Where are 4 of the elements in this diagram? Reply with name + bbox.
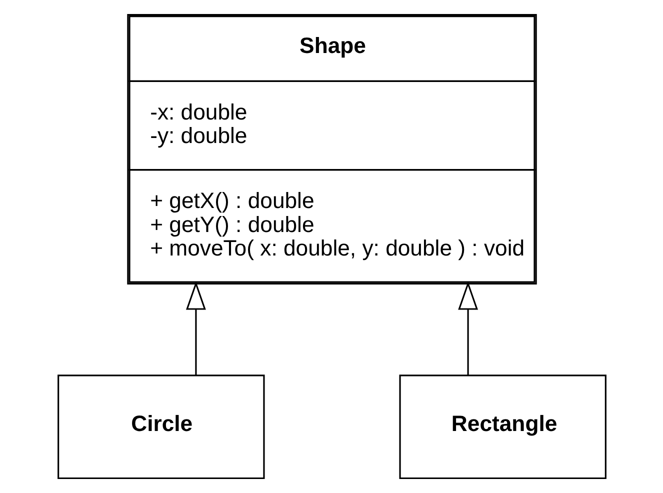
node-box: Rectangle xyxy=(398,374,606,480)
arrow xyxy=(185,281,206,376)
node-box: Circle xyxy=(57,374,264,480)
arrow xyxy=(458,281,478,376)
